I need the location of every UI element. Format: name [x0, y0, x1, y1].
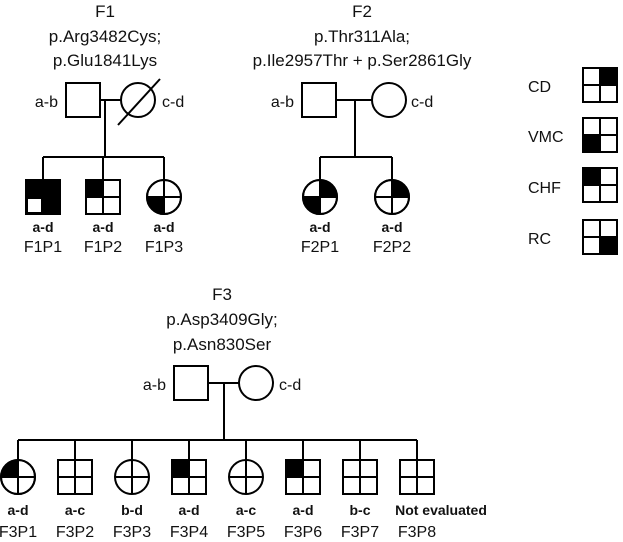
father-genotype-label: a-b [143, 377, 166, 394]
cd-quadrant [43, 180, 60, 197]
father-symbol [301, 82, 337, 118]
individual-f3p4: a-d F3P4 [170, 459, 208, 541]
genotype-label: a-d [8, 502, 29, 518]
father-symbol [173, 365, 209, 401]
genotype-label: a-d [293, 502, 314, 518]
family-variant-line: p.Arg3482Cys; [49, 27, 161, 46]
patient-id: F3P6 [284, 524, 322, 541]
individual-f2p2: a-d F2P2 [373, 179, 411, 256]
family-variant-line: p.Asn830Ser [173, 335, 272, 354]
family-f3: F3 p.Asp3409Gly; p.Asn830Ser a-b c-d a-d… [0, 285, 487, 541]
individual-f3p3: b-d F3P3 [113, 459, 151, 541]
patient-id: F3P2 [56, 524, 94, 541]
family-f2: F2 p.Thr311Ala; p.Ile2957Thr + p.Ser2861… [253, 2, 472, 256]
vmc-quadrant [147, 197, 164, 214]
legend-item-chf: CHF [528, 167, 618, 203]
genotype-label: a-d [382, 219, 403, 235]
patient-id: F3P1 [0, 524, 37, 541]
legend-item-rc: RC [528, 219, 618, 255]
legend-label: RC [528, 231, 551, 248]
legend-label: CD [528, 79, 551, 96]
father-symbol [65, 82, 101, 118]
genotype-label: b-c [350, 502, 371, 518]
patient-id: F1P2 [84, 239, 122, 256]
mother-symbol-deceased [120, 82, 156, 118]
legend: CD VMC CHF RC [528, 67, 618, 255]
patient-id: F3P5 [227, 524, 265, 541]
legend-label: VMC [528, 129, 564, 146]
individual-f2p1: a-d F2P1 [301, 179, 339, 256]
deceased-slash [117, 78, 161, 126]
individual-f3p5: a-c F3P5 [227, 459, 265, 541]
individual-f3p7: b-c F3P7 [341, 459, 379, 541]
family-variant-line: p.Thr311Ala; [314, 27, 410, 46]
vmc-quadrant-fill [43, 197, 60, 214]
mother-genotype-label: c-d [279, 377, 301, 394]
cd-quadrant [392, 180, 409, 197]
family-title: F3 [212, 285, 232, 304]
genotype-label: a-c [236, 502, 256, 518]
legend-item-vmc: VMC [528, 117, 618, 153]
genotype-label: a-d [179, 502, 200, 518]
genotype-label: a-d [310, 219, 331, 235]
patient-id: F3P3 [113, 524, 151, 541]
genotype-label: a-c [65, 502, 85, 518]
patient-id: F1P3 [145, 239, 183, 256]
genotype-label: Not evaluated [395, 502, 487, 518]
patient-id: F3P7 [341, 524, 379, 541]
patient-id: F2P2 [373, 239, 411, 256]
vmc-quadrant [303, 197, 320, 214]
individual-f3p2: a-c F3P2 [56, 459, 94, 541]
family-title: F2 [352, 2, 372, 21]
chf-quadrant [26, 180, 43, 197]
individual-f1p3: a-d F1P3 [145, 179, 183, 256]
individual-f1p1: a-d F1P1 [24, 179, 62, 256]
patient-id: F2P1 [301, 239, 339, 256]
cd-quadrant [320, 180, 337, 197]
mother-symbol [371, 82, 407, 118]
family-variant-line: p.Ile2957Thr + p.Ser2861Gly [253, 51, 472, 70]
father-genotype-label: a-b [35, 94, 58, 111]
mother-genotype-label: c-d [162, 94, 184, 111]
genotype-label: b-d [121, 502, 143, 518]
family-f1: F1 p.Arg3482Cys; p.Glu1841Lys a-b c-d a-… [24, 2, 184, 256]
mother-symbol [238, 365, 274, 401]
chf-quadrant [172, 460, 189, 477]
mother-genotype-label: c-d [411, 94, 433, 111]
genotype-label: a-d [154, 219, 175, 235]
father-genotype-label: a-b [271, 94, 294, 111]
individual-f3p6: a-d F3P6 [284, 459, 322, 541]
individual-f3p1: a-d F3P1 [0, 459, 37, 541]
genotype-label: a-d [93, 219, 114, 235]
patient-id: F3P8 [398, 524, 436, 541]
legend-item-cd: CD [528, 67, 618, 103]
individual-f3p8: Not evaluated F3P8 [395, 459, 487, 541]
chf-quadrant [286, 460, 303, 477]
patient-id: F3P4 [170, 524, 208, 541]
family-variant-line: p.Glu1841Lys [53, 51, 157, 70]
cd-quadrant [86, 180, 103, 197]
legend-label: CHF [528, 180, 561, 197]
chf-quadrant [1, 460, 18, 477]
patient-id: F1P1 [24, 239, 62, 256]
genotype-label: a-d [33, 219, 54, 235]
individual-f1p2: a-d F1P2 [84, 179, 122, 256]
family-title: F1 [95, 2, 115, 21]
family-variant-line: p.Asp3409Gly; [166, 310, 278, 329]
